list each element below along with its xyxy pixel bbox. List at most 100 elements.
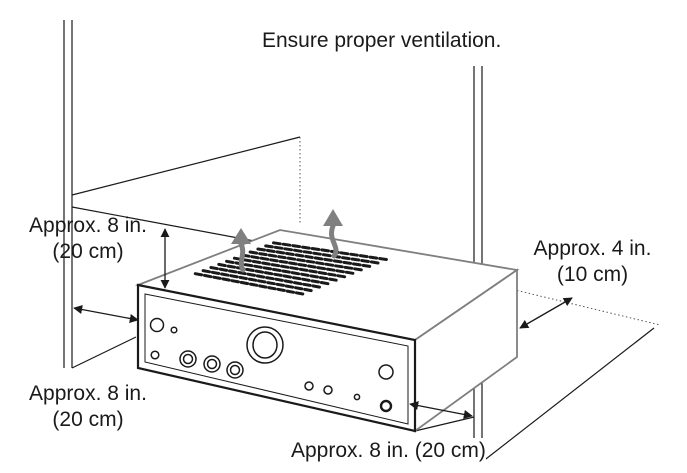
airflow-arrow-icon	[323, 209, 343, 259]
vent-slot	[350, 257, 361, 262]
vent-slot	[327, 272, 337, 277]
vent-slot	[378, 257, 388, 261]
vent-slot	[290, 271, 301, 276]
left-clearance-label: Approx. 8 in. (20 cm)	[18, 381, 158, 433]
vent-slot	[226, 264, 237, 269]
vent-slot	[209, 266, 219, 271]
vent-slot	[358, 254, 369, 259]
vent-slot	[318, 276, 329, 281]
ventilation-grille	[193, 241, 388, 296]
depth-dotted-line	[481, 281, 661, 326]
vent-slot	[256, 247, 267, 252]
tone-knob-icon	[179, 350, 197, 368]
vent-slot	[321, 253, 332, 258]
vent-slot	[360, 259, 370, 263]
vent-slot	[317, 271, 328, 276]
balance-knob-icon	[226, 361, 244, 379]
vent-slot	[239, 280, 250, 286]
vent-slot	[308, 269, 318, 274]
top-clearance-label: Approx. 8 in. (20 cm)	[18, 213, 158, 265]
vent-slot	[264, 244, 274, 249]
vent-slot	[265, 276, 275, 281]
vent-slot	[203, 273, 213, 279]
vent-slot	[250, 255, 260, 260]
vent-slot	[267, 253, 278, 258]
front-controls	[149, 317, 394, 413]
top-clearance-line2: (20 cm)	[52, 240, 124, 263]
vent-slot	[276, 287, 286, 292]
right-clearance-line2: (10 cm)	[556, 263, 629, 286]
vent-slot	[332, 259, 343, 264]
vent-slot	[229, 274, 239, 279]
vent-slot	[302, 282, 312, 287]
vent-slot	[344, 270, 355, 275]
vent-slot	[274, 277, 284, 282]
vent-slot	[263, 271, 274, 276]
vent-slot	[248, 282, 259, 287]
vent-slot	[304, 254, 314, 259]
vent-slot	[245, 267, 255, 272]
vent-slot	[336, 274, 347, 279]
vent-slot	[281, 242, 292, 247]
vent-slot	[320, 248, 330, 253]
vent-slot	[261, 261, 271, 266]
vent-slot	[267, 286, 277, 291]
vent-slot	[273, 245, 284, 250]
vent-slot	[217, 262, 227, 268]
vent-slot	[246, 272, 257, 277]
vent-slot	[278, 259, 289, 264]
vent-slot	[225, 259, 235, 264]
vent-slot	[310, 247, 321, 251]
vent-slot	[270, 263, 281, 268]
vent-slot	[218, 267, 229, 272]
vent-slot	[284, 284, 295, 289]
vent-slot	[325, 267, 336, 272]
vent-slot	[220, 272, 230, 277]
vent-slot	[288, 261, 298, 266]
tone-knob-icon	[203, 355, 221, 373]
vent-slot	[339, 251, 350, 256]
power-button-icon	[149, 317, 165, 333]
vent-slot	[293, 248, 303, 253]
dimension-arrow-icon	[73, 228, 573, 419]
selector-knob-icon	[378, 364, 394, 380]
vent-slot	[313, 256, 324, 261]
vent-slot	[353, 267, 363, 272]
vent-slot	[324, 262, 335, 267]
vent-slot	[272, 241, 282, 246]
vent-slot	[296, 258, 306, 263]
vent-slot	[323, 257, 333, 262]
vent-slot	[303, 287, 313, 293]
vent-slot	[281, 269, 291, 274]
vent-slot	[289, 266, 299, 271]
vent-slot	[212, 275, 222, 280]
vent-slot	[286, 256, 297, 261]
vent-slot	[258, 252, 268, 257]
vent-slot	[300, 272, 310, 277]
vent-slot	[334, 264, 344, 269]
vent-slot	[282, 274, 293, 279]
vent-slot	[368, 255, 379, 260]
vent-slot	[221, 277, 231, 282]
vent-slot	[302, 250, 313, 255]
right-clearance-label: Approx. 4 in. (10 cm)	[520, 236, 665, 288]
headphone-jack-icon	[379, 399, 393, 413]
vent-slot	[243, 263, 254, 268]
vent-slot	[242, 258, 252, 263]
vent-slot	[361, 263, 372, 268]
top-clearance-line1: Approx. 8 in.	[29, 214, 147, 237]
vent-slot	[294, 291, 305, 296]
vent-slot	[312, 251, 322, 256]
vent-slot	[275, 250, 286, 255]
vent-slot	[247, 277, 258, 282]
vent-slot	[280, 264, 290, 269]
left-clearance-line1: Approx. 8 in.	[29, 382, 147, 405]
vent-slot	[342, 260, 353, 265]
vent-slot	[291, 276, 302, 281]
vent-slot	[201, 269, 212, 274]
vent-slot	[262, 266, 273, 271]
vent-slot	[297, 263, 308, 267]
vent-slot	[265, 248, 276, 253]
